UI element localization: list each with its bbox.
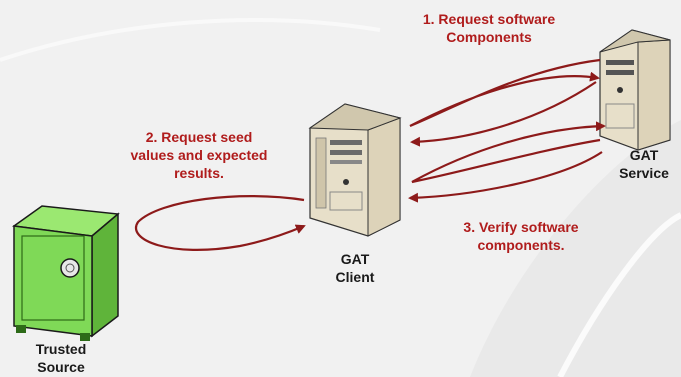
step-1-label: 1. Request software Components: [422, 11, 556, 45]
arrow-step-3: [411, 121, 606, 184]
arrow-step-2: [135, 195, 306, 251]
gat-client-server-icon: [308, 103, 402, 237]
gat-service-label: GAT Service: [619, 147, 669, 181]
arrow-step-1: [409, 58, 601, 128]
arrow-step-3-return: [408, 151, 603, 203]
trusted-source-safe-icon: [12, 205, 120, 341]
gat-service-server-icon: [599, 29, 671, 151]
trusted-source-label: Trusted Source: [35, 341, 87, 375]
gat-client-label: GAT Client: [335, 251, 375, 285]
step-2-label: 2. Request seed values and expected resu…: [130, 129, 268, 181]
arrow-step-1-return: [410, 81, 597, 147]
step-3-label: 3. Verify software components.: [463, 219, 579, 253]
